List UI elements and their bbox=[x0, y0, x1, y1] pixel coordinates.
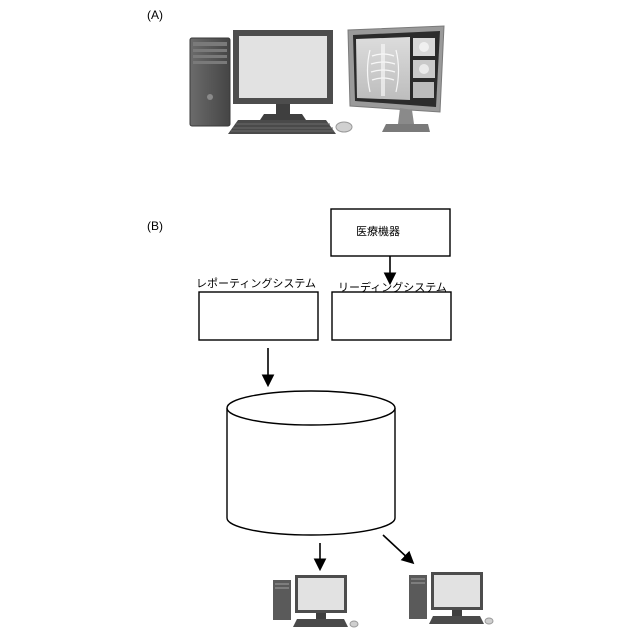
reading-system-box bbox=[332, 292, 451, 340]
reporting-system-label: レポーティングシステム bbox=[196, 275, 316, 291]
client-pc-1-icon bbox=[273, 575, 358, 627]
reporting-system-box bbox=[199, 292, 318, 340]
client-pc-2-icon bbox=[409, 572, 493, 624]
arrow-database-to-client-2 bbox=[383, 535, 412, 562]
database-cylinder bbox=[227, 391, 395, 535]
reading-system-label: リーディングシステム bbox=[338, 279, 447, 295]
medical-device-label: 医療機器 bbox=[356, 223, 400, 239]
